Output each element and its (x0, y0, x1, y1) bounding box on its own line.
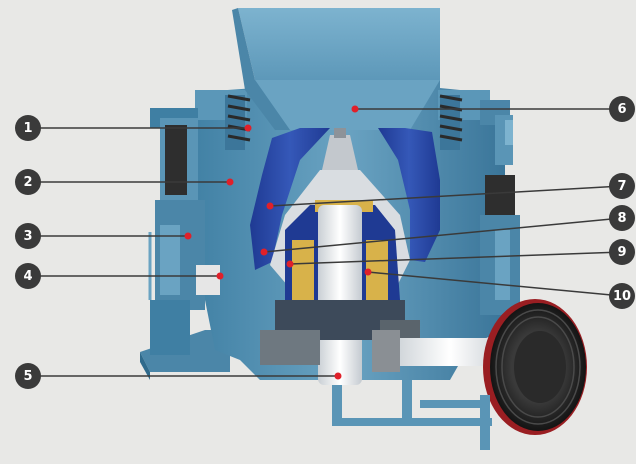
callout-badge-2: 2 (15, 169, 41, 195)
badge-circle (15, 363, 41, 389)
badge-circle (609, 283, 635, 309)
lower-piping (332, 380, 492, 450)
badge-circle (609, 173, 635, 199)
callout-badge-6: 6 (609, 96, 635, 122)
callout-badge-4: 4 (15, 263, 41, 289)
target-dot-7 (266, 202, 274, 210)
leader-line-7 (269, 185, 623, 207)
badge-circle (15, 115, 41, 141)
target-dots (184, 105, 372, 380)
badge-label: 7 (617, 179, 626, 194)
callout-badge-1: 1 (15, 115, 41, 141)
callout-badge-9: 9 (609, 239, 635, 265)
target-dot-10 (364, 268, 372, 276)
target-dot-6 (351, 105, 359, 113)
callout-badge-7: 7 (609, 173, 635, 199)
target-dot-9 (286, 260, 294, 268)
badge-label: 3 (23, 229, 32, 244)
leader-line-9 (289, 251, 623, 265)
badge-circle (15, 169, 41, 195)
badge-label: 10 (613, 289, 631, 304)
feed-hopper (232, 8, 440, 130)
main-shaft (318, 205, 362, 385)
badge-circle (15, 263, 41, 289)
left-hydraulic-assembly (148, 108, 220, 355)
callout-badge-10: 10 (609, 283, 635, 309)
badge-circle (609, 205, 635, 231)
badge-label: 5 (23, 369, 32, 384)
badge-label: 1 (23, 121, 32, 136)
leader-line-8 (263, 217, 623, 253)
badge-circle (15, 223, 41, 249)
callout-badge-8: 8 (609, 205, 635, 231)
target-dot-3 (184, 232, 192, 240)
callout-badge-5: 5 (15, 363, 41, 389)
badge-label: 4 (23, 269, 32, 284)
eccentric-assembly (260, 240, 420, 365)
badge-circle (609, 239, 635, 265)
badge-label: 6 (617, 102, 626, 117)
badge-label: 8 (617, 211, 626, 226)
target-dot-8 (260, 248, 268, 256)
target-dot-4 (216, 272, 224, 280)
badge-circle (609, 96, 635, 122)
leader-line-10 (367, 271, 623, 297)
leader-lines (28, 108, 623, 377)
right-hydraulic-assembly (480, 100, 520, 315)
concave-liner (250, 128, 440, 270)
drive-pulley (483, 299, 587, 435)
badge-label: 9 (617, 245, 626, 260)
target-dot-2 (226, 178, 234, 186)
target-dot-5 (334, 372, 342, 380)
callout-badges: 1 2 3 4 5 6 7 8 9 10 (15, 96, 635, 389)
badge-label: 2 (23, 175, 32, 190)
target-dot-1 (244, 124, 252, 132)
callout-badge-3: 3 (15, 223, 41, 249)
